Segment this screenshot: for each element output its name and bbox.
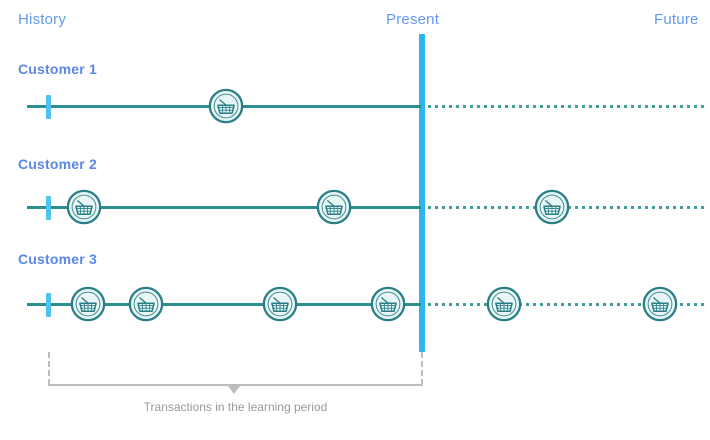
shopping-basket-icon [533,188,571,226]
bracket-caption: Transactions in the learning period [143,400,328,414]
history-start-tick [46,95,51,119]
shopping-basket-icon [641,285,679,323]
shopping-basket-icon [485,285,523,323]
shopping-basket-icon [69,285,107,323]
customer-label: Customer 2 [18,156,98,172]
timeline-future-segment [428,105,706,108]
bracket-left-edge [48,352,50,385]
shopping-basket-icon [315,188,353,226]
history-start-tick [46,196,51,220]
timeline-past-segment [27,303,421,306]
axis-label-future: Future [654,11,699,28]
shopping-basket-icon [127,285,165,323]
shopping-basket-icon [261,285,299,323]
present-divider-line [419,34,425,352]
shopping-basket-icon [207,87,245,125]
axis-label-history: History [18,11,67,28]
shopping-basket-icon [65,188,103,226]
down-arrow-icon [228,386,240,394]
customer-label: Customer 3 [18,251,98,267]
bracket-right-edge [421,352,423,385]
timeline-past-segment [27,206,421,209]
timeline-future-segment [428,303,706,306]
customer-label: Customer 1 [18,61,98,77]
history-start-tick [46,293,51,317]
axis-label-present: Present [386,11,440,28]
bracket-base-line [48,384,423,386]
shopping-basket-icon [369,285,407,323]
